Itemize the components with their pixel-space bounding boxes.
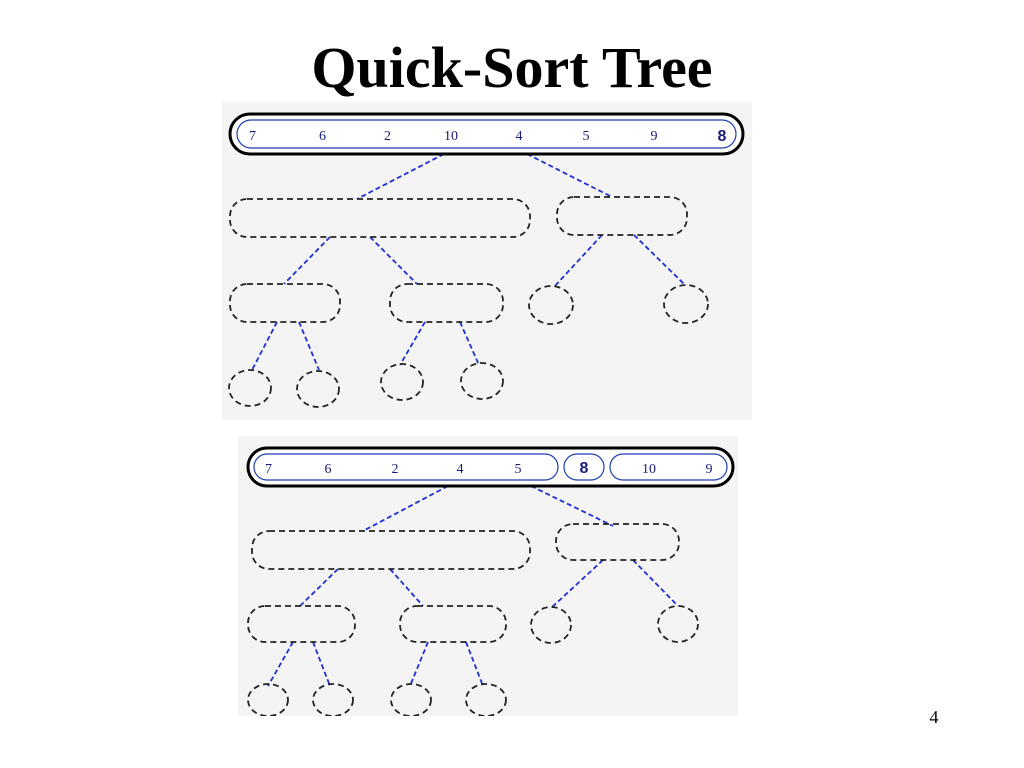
tree-leaf — [380, 363, 424, 401]
quick-sort-tree-after-partition: 7 6 2 4 5 8 10 9 — [238, 436, 738, 716]
tree-leaf — [657, 605, 699, 643]
tree-leaf — [528, 285, 574, 325]
left-partition — [253, 453, 559, 481]
tree-leaf — [296, 370, 340, 408]
tree-node — [229, 198, 531, 238]
edge-lr-1 — [399, 321, 426, 366]
tree-leaf — [530, 606, 572, 644]
edge-root-left — [356, 153, 445, 200]
pivot-value: 8 — [718, 128, 727, 145]
left-value: 6 — [325, 462, 332, 477]
edge-ll-2 — [298, 321, 320, 371]
root-values: 7 6 2 10 4 5 9 8 — [249, 128, 727, 145]
tree-leaf — [460, 362, 504, 400]
tree-node — [399, 605, 507, 643]
edge-r-rr — [632, 559, 679, 607]
root-value: 6 — [319, 129, 326, 144]
left-value: 7 — [265, 462, 272, 477]
edge-r-rr — [633, 234, 685, 285]
tree-nodes — [228, 196, 709, 408]
edge-root-right — [530, 485, 614, 527]
left-value: 5 — [515, 462, 522, 477]
root-value: 4 — [516, 129, 523, 144]
right-value: 9 — [706, 462, 713, 477]
root-value: 10 — [444, 129, 458, 144]
tree-leaf — [465, 683, 507, 716]
edge-root-left — [362, 485, 449, 532]
tree-node — [556, 196, 688, 236]
partition-values: 7 6 2 4 5 8 10 9 — [265, 460, 713, 477]
edge-l-lr — [389, 568, 424, 607]
pivot-value: 8 — [580, 460, 589, 477]
left-value: 2 — [392, 462, 399, 477]
tree-node — [247, 605, 356, 643]
right-partition — [609, 453, 728, 481]
tree-node — [389, 283, 504, 323]
tree-leaf — [390, 683, 432, 716]
tree-node — [251, 530, 531, 570]
root-value: 7 — [249, 129, 256, 144]
tree-edges — [267, 485, 679, 687]
tree-nodes — [247, 523, 699, 716]
tree-leaf — [663, 284, 709, 324]
edge-ll-1 — [267, 641, 294, 687]
tree-leaf — [312, 683, 354, 716]
tree-leaf — [228, 369, 272, 407]
left-value: 4 — [457, 462, 464, 477]
root-value: 9 — [651, 129, 658, 144]
edge-r-rl — [553, 234, 603, 288]
edge-l-ll — [283, 236, 331, 285]
root-sequence — [236, 119, 737, 149]
root-value: 5 — [583, 129, 590, 144]
tree-edges — [251, 153, 685, 371]
tree-node — [229, 283, 341, 323]
tree-leaf — [247, 683, 289, 716]
right-value: 10 — [642, 462, 656, 477]
edge-r-rl — [549, 559, 604, 610]
edge-ll-1 — [251, 321, 278, 371]
pivot-partition — [563, 453, 605, 481]
tree-node — [555, 523, 680, 561]
page-title: Quick-Sort Tree — [311, 35, 713, 100]
quick-sort-tree-before-partition: 7 6 2 10 4 5 9 8 — [222, 102, 752, 420]
edge-l-lr — [369, 236, 418, 285]
slide-number: 4 — [929, 707, 939, 727]
edge-l-ll — [299, 568, 339, 607]
root-value: 2 — [384, 129, 391, 144]
